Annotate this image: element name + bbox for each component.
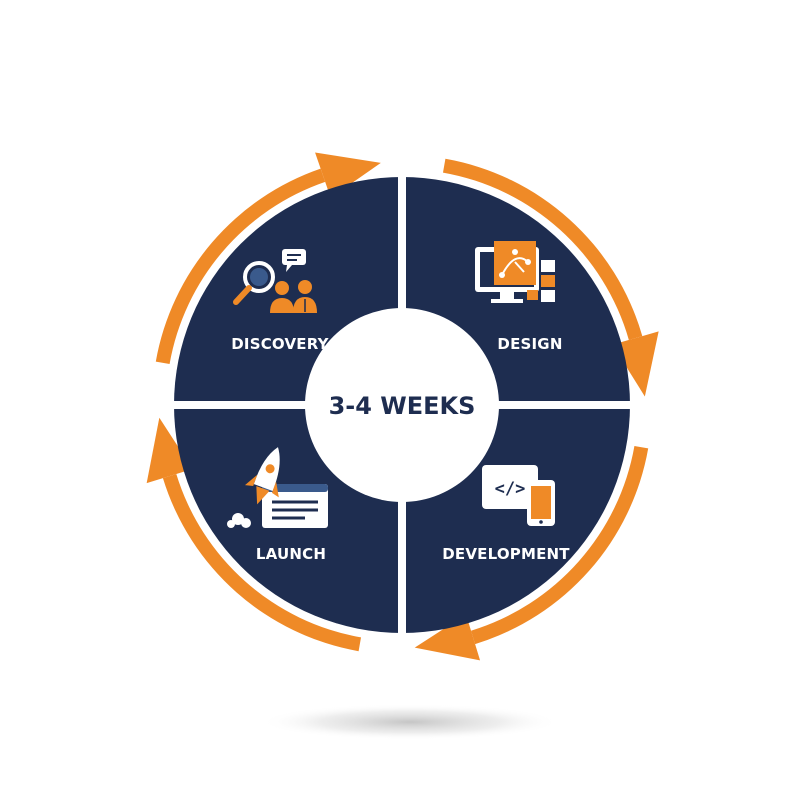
rocket-browser-icon (227, 447, 328, 528)
cycle-arrow-left-head (146, 417, 193, 484)
cycle-arrow-top-body (155, 168, 326, 365)
center-circle (305, 308, 499, 502)
cycle-arrow-bottom-body (470, 445, 649, 645)
code-devices-icon: </> (482, 465, 555, 526)
cycle-arrow-right-head (612, 331, 659, 397)
svg-text:</>: </> (495, 479, 526, 499)
cycle-arrow-bottom-head (414, 614, 481, 661)
stage-label-discovery: DISCOVERY (231, 335, 329, 353)
design-monitor-icon (475, 241, 555, 303)
center-label: 3-4 WEEKS (329, 392, 476, 420)
stage-label-design: DESIGN (497, 335, 562, 353)
cycle-arrow-left-body (162, 473, 362, 652)
magnifier-people-icon (233, 249, 317, 313)
cycle-arrows (146, 152, 659, 661)
cycle-arrow-top-head (315, 152, 381, 198)
stage-label-launch: LAUNCH (256, 545, 326, 563)
ground-shadow (260, 704, 560, 740)
stage-label-development: DEVELOPMENT (442, 545, 570, 563)
cycle-arrow-right-body (442, 158, 643, 340)
